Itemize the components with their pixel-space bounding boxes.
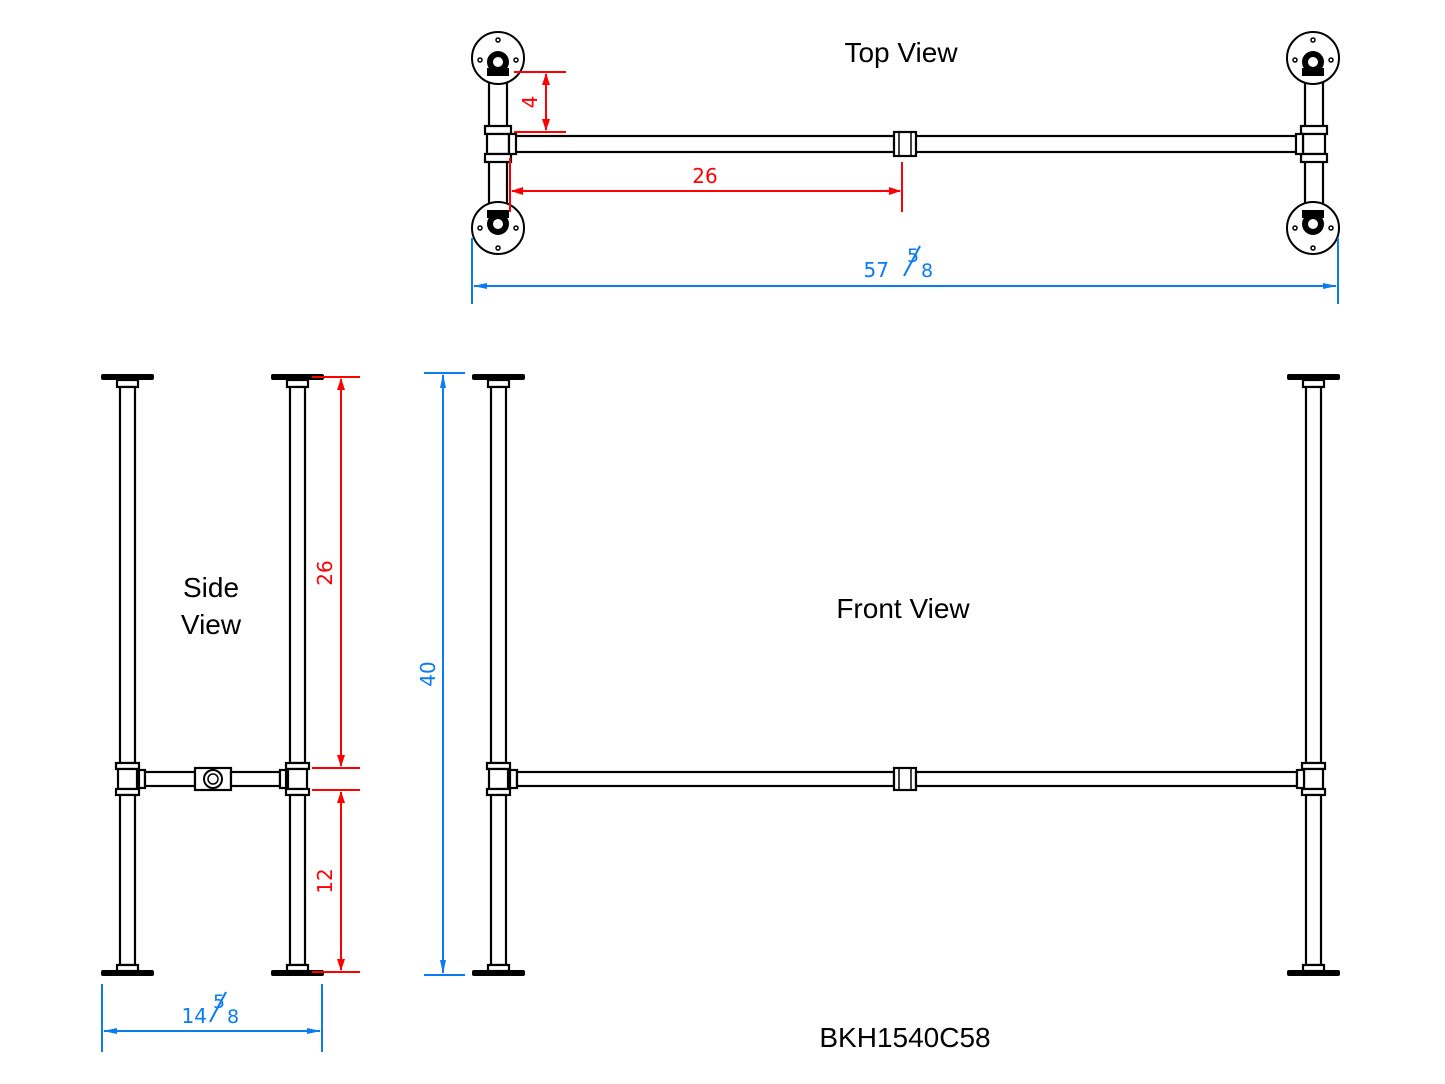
top-center-coupling <box>892 130 918 158</box>
front-right-tee <box>1302 767 1325 791</box>
top-left-tee <box>485 132 511 156</box>
top-right-tee-ring-lower <box>1299 152 1329 164</box>
dimension-overall-height: 40 <box>416 372 465 976</box>
side-left-bottom-plate <box>101 970 154 976</box>
flange-top-left <box>471 31 525 85</box>
side-right-upper-pipe <box>288 385 307 765</box>
side-right-lower-pipe <box>288 793 307 967</box>
dimension-top-half-span: 26 <box>509 158 903 212</box>
dimension-overall-length-denominator: 8 <box>921 260 933 282</box>
dimension-overall-length-numerator: 5 <box>907 245 919 267</box>
dimension-top-offset-value: 4 <box>518 96 542 109</box>
top-left-tee-ring-lower <box>483 152 513 164</box>
front-crossbar-right-pipe <box>914 770 1299 788</box>
dimension-depth-denominator: 8 <box>227 1006 239 1028</box>
top-right-tee-ring-upper <box>1299 124 1329 136</box>
front-left-bottom-plate <box>472 970 525 976</box>
top-view-label: Top View <box>844 37 958 68</box>
top-right-tee-side <box>1294 132 1305 156</box>
side-right-tee <box>286 767 309 791</box>
dimension-overall-height-value: 40 <box>416 661 440 686</box>
dimension-depth-numerator: 5 <box>213 991 225 1013</box>
side-view-label-line1: Side <box>183 572 239 603</box>
front-crossbar-coupling <box>892 766 918 792</box>
front-left-top-plate <box>472 374 525 380</box>
front-right-lower-pipe <box>1304 793 1323 967</box>
front-left-lower-pipe <box>489 793 508 967</box>
top-right-tee <box>1301 132 1327 156</box>
dimension-side-lower-value: 12 <box>313 868 337 893</box>
side-left-upper-pipe <box>118 385 137 765</box>
top-view: Top View 4 26 57 5 <box>471 31 1340 304</box>
side-left-tee <box>116 767 139 791</box>
side-view: Side View 26 12 14 5 <box>101 374 360 1052</box>
front-crossbar-left-pipe <box>515 770 896 788</box>
flange-top-right <box>1286 31 1340 85</box>
top-left-tee-side <box>507 132 518 156</box>
side-right-tee-side <box>278 768 288 790</box>
front-right-tee-side <box>1295 768 1306 790</box>
flange-bottom-right <box>1286 201 1340 255</box>
front-left-upper-pipe <box>489 385 508 765</box>
dimension-top-offset: 4 <box>514 71 566 133</box>
top-left-tee-ring-upper <box>483 124 513 136</box>
dimension-side-lower: 12 <box>312 789 360 973</box>
front-view-label: Front View <box>836 593 970 624</box>
side-left-lower-pipe <box>118 793 137 967</box>
dimension-side-upper: 26 <box>312 376 360 769</box>
side-left-top-plate <box>101 374 154 380</box>
front-right-bottom-plate <box>1287 970 1340 976</box>
front-left-tee <box>487 767 510 791</box>
dimension-overall-length-whole: 57 <box>864 258 889 282</box>
side-view-label-line2: View <box>181 609 242 640</box>
side-right-bottom-plate <box>271 970 324 976</box>
flange-bottom-left <box>471 201 525 255</box>
front-view: Front View 40 <box>416 372 1340 976</box>
side-crossbar-left-pipe <box>143 770 197 788</box>
side-right-top-plate <box>271 374 324 380</box>
dimension-top-half-span-value: 26 <box>692 164 717 188</box>
dimension-depth: 14 5 8 <box>101 984 323 1052</box>
dimension-overall-length: 57 5 8 <box>471 238 1339 304</box>
dimension-depth-whole: 14 <box>182 1004 207 1028</box>
front-right-top-plate <box>1287 374 1340 380</box>
part-number: BKH1540C58 <box>819 1022 990 1053</box>
side-crossbar-right-pipe <box>229 770 282 788</box>
dimension-side-upper-value: 26 <box>313 560 337 585</box>
front-right-upper-pipe <box>1304 385 1323 765</box>
